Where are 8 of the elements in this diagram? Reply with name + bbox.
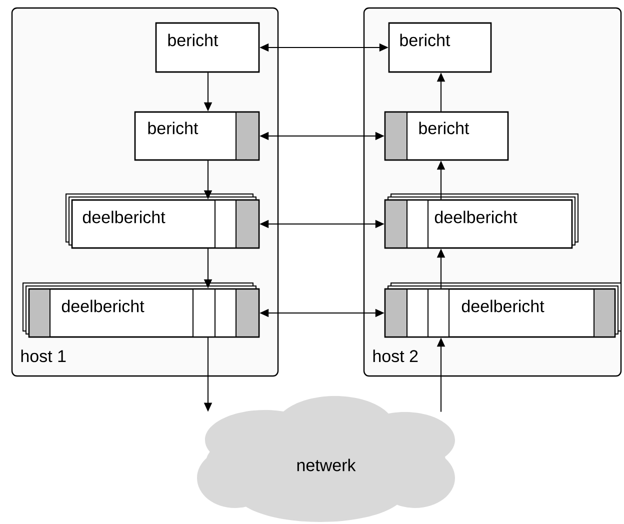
message-box: bericht bbox=[134, 111, 260, 161]
message-box: deelbericht bbox=[66, 194, 260, 249]
message-box: bericht bbox=[388, 22, 492, 73]
message-box: deelbericht bbox=[22, 282, 260, 338]
message-box: deelbericht bbox=[384, 194, 578, 249]
message-box: deelbericht bbox=[384, 282, 622, 338]
message-box: bericht bbox=[384, 111, 509, 161]
message-box: bericht bbox=[155, 22, 260, 73]
